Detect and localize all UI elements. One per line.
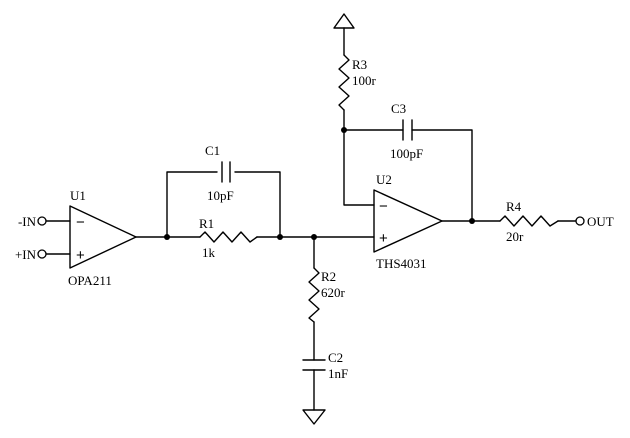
resistor-r3-value: 100r — [352, 73, 377, 88]
junction-dot — [277, 234, 283, 240]
port-label-in-neg: -IN — [18, 214, 37, 229]
capacitor-c1-ref: C1 — [205, 143, 220, 158]
junction-dot — [164, 234, 170, 240]
capacitor-c1-plates — [221, 161, 231, 183]
resistor-r1-ref: R1 — [199, 216, 214, 231]
opamp-u2-minus-sign: − — [379, 198, 388, 215]
resistor-r3-ref: R3 — [352, 57, 367, 72]
capacitor-c2-plates — [302, 359, 326, 371]
capacitor-c1: C1 10pF — [205, 143, 234, 203]
opamp-u1-body — [69, 205, 137, 269]
supply-triangle-icon — [333, 13, 355, 29]
wires — [45, 27, 577, 411]
resistor-r1-value: 1k — [202, 245, 216, 260]
junction-dot — [311, 234, 317, 240]
opamp-u1-minus-sign: − — [76, 214, 85, 231]
opamp-u2-plus-sign: + — [379, 230, 388, 247]
opamp-u2-part: THS4031 — [376, 256, 427, 271]
resistor-r2-value: 620r — [321, 285, 346, 300]
resistor-r2: R2 620r — [308, 267, 346, 323]
capacitor-c3-ref: C3 — [391, 101, 406, 116]
resistor-r3: R3 100r — [338, 54, 377, 111]
resistor-r4: R4 20r — [499, 199, 559, 244]
resistor-r2-ref: R2 — [321, 269, 336, 284]
wire-c1-feedback-loop — [166, 171, 281, 238]
resistor-r4-ref: R4 — [506, 199, 522, 214]
capacitor-c2: C2 1nF — [302, 350, 348, 381]
opamp-u1: − + U1 OPA211 — [68, 188, 137, 288]
capacitor-c2-value: 1nF — [328, 366, 348, 381]
wire-c3-feedback-loop — [343, 129, 473, 222]
capacitor-c1-value: 10pF — [207, 188, 234, 203]
wire-r3-to-u2-minus — [343, 109, 375, 206]
opamp-u1-ref: U1 — [70, 188, 86, 203]
capacitor-c3-plates — [402, 119, 413, 141]
junctions — [164, 127, 475, 240]
junction-dot — [469, 218, 475, 224]
port-terminal — [575, 216, 585, 226]
opamp-u2: − + U2 THS4031 — [373, 172, 443, 271]
opamp-u1-part: OPA211 — [68, 273, 112, 288]
resistor-r1: R1 1k — [199, 216, 258, 260]
opamp-u2-body — [373, 189, 443, 253]
resistor-r3-zigzag — [338, 54, 350, 111]
opamp-u1-plus-sign: + — [76, 247, 85, 264]
port-terminal — [37, 216, 47, 226]
resistor-r1-zigzag — [199, 231, 258, 243]
input-port-neg: -IN — [18, 214, 47, 229]
capacitor-c2-ref: C2 — [328, 350, 343, 365]
opamp-u2-ref: U2 — [376, 172, 392, 187]
resistor-r2-zigzag — [308, 267, 320, 323]
capacitor-c3-value: 100pF — [390, 146, 423, 161]
input-port-pos: +IN — [15, 247, 47, 262]
port-terminal — [37, 249, 47, 259]
resistor-r4-value: 20r — [506, 229, 524, 244]
junction-dot — [341, 127, 347, 133]
ground-triangle-icon — [302, 409, 326, 425]
port-label-in-pos: +IN — [15, 247, 37, 262]
capacitor-c3: C3 100pF — [390, 101, 423, 161]
output-port: OUT — [575, 214, 614, 229]
port-label-out: OUT — [587, 214, 614, 229]
resistor-r4-zigzag — [499, 215, 559, 227]
